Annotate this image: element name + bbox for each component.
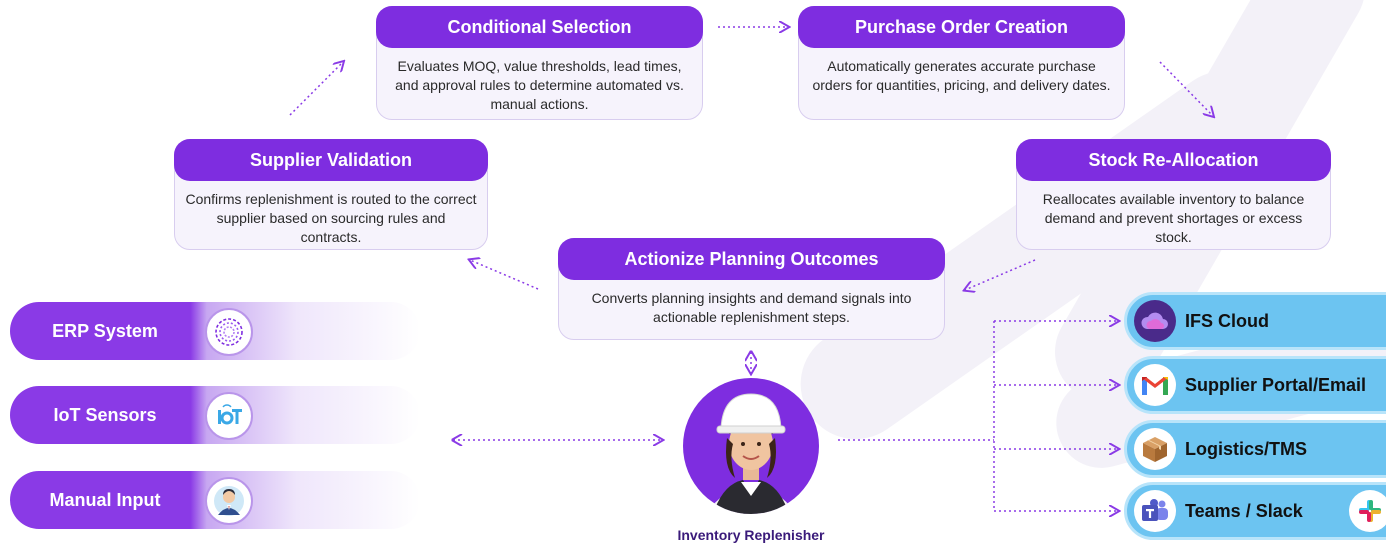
package-icon: [1134, 428, 1176, 470]
tool-teams-slack: Teams / Slack: [1124, 482, 1386, 540]
step-card-purchase-order-creation: Purchase Order Creation Automatically ge…: [798, 6, 1125, 120]
tool-label: Teams / Slack: [1185, 501, 1303, 521]
step-description: Converts planning insights and demand si…: [591, 290, 912, 325]
step-description: Evaluates MOQ, value thresholds, lead ti…: [395, 58, 684, 112]
tool-supplier-portal-email: Supplier Portal/Email: [1124, 356, 1386, 414]
tool-label: Supplier Portal/Email: [1185, 375, 1367, 395]
source-label: ERP System: [52, 321, 158, 341]
step-title: Purchase Order Creation: [798, 6, 1125, 48]
source-erp-system: ERP System: [10, 302, 420, 360]
step-title: Stock Re-Allocation: [1016, 139, 1331, 181]
source-iot-sensors: IoT Sensors: [10, 386, 420, 444]
source-label: IoT Sensors: [53, 405, 157, 425]
step-title: Supplier Validation: [174, 139, 488, 181]
worker-avatar: [683, 378, 819, 514]
step-description: Reallocates available inventory to balan…: [1042, 191, 1305, 245]
step-title: Actionize Planning Outcomes: [558, 238, 945, 280]
tool-logistics-tms: Logistics/TMS: [1124, 420, 1386, 478]
agent-name: Inventory Replenisher: [677, 527, 825, 543]
teams-icon: [1134, 490, 1176, 532]
step-card-actionize-planning-outcomes: Actionize Planning Outcomes Converts pla…: [558, 238, 945, 340]
tool-ifs-cloud: IFS Cloud: [1124, 292, 1386, 350]
iot-icon: [205, 392, 253, 440]
erp-swirl-icon: [205, 308, 253, 356]
gmail-icon: [1134, 364, 1176, 406]
tool-label: IFS Cloud: [1185, 311, 1269, 331]
person-icon: [205, 477, 253, 525]
source-manual-input: Manual Input: [10, 471, 420, 529]
step-card-conditional-selection: Conditional Selection Evaluates MOQ, val…: [376, 6, 703, 120]
step-description: Automatically generates accurate purchas…: [812, 58, 1111, 93]
step-card-supplier-validation: Supplier Validation Confirms replenishme…: [174, 139, 488, 250]
tool-label: Logistics/TMS: [1185, 439, 1308, 459]
step-description: Confirms replenishment is routed to the …: [185, 191, 477, 245]
step-title: Conditional Selection: [376, 6, 703, 48]
slack-icon: [1349, 490, 1386, 532]
source-label: Manual Input: [49, 490, 161, 510]
ifs-cloud-icon: [1134, 300, 1176, 342]
step-card-stock-reallocation: Stock Re-Allocation Reallocates availabl…: [1016, 139, 1331, 250]
